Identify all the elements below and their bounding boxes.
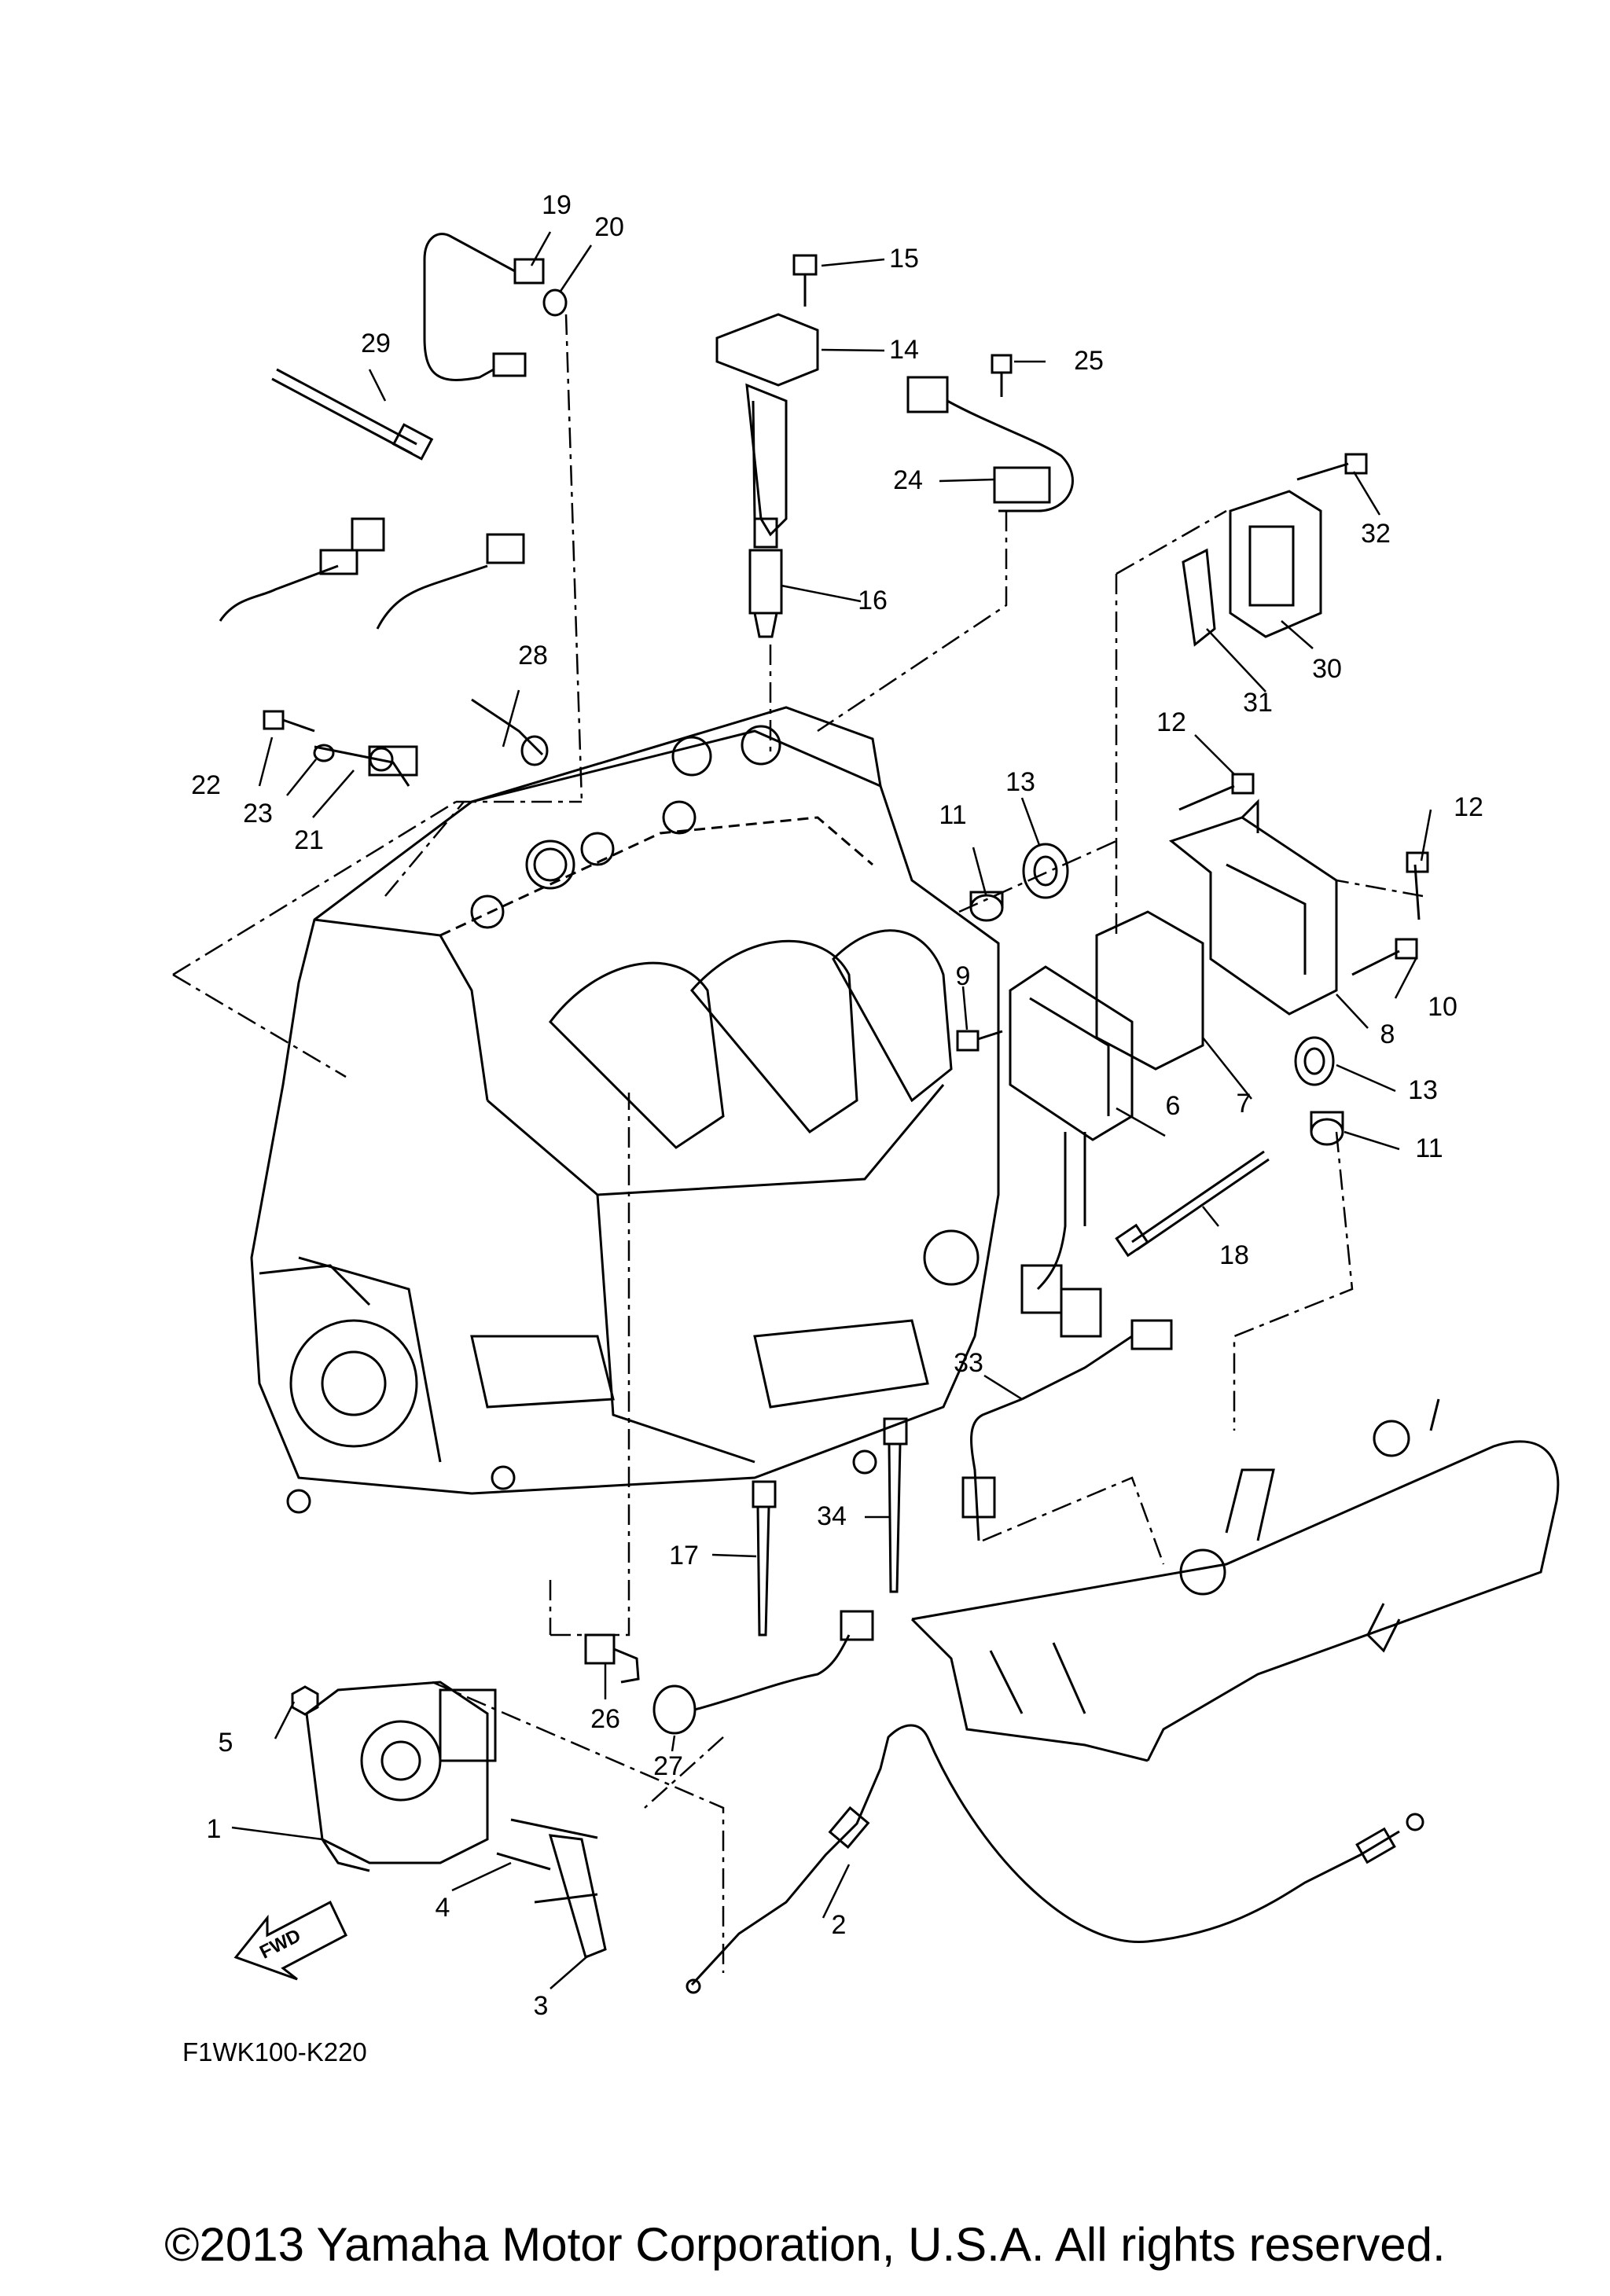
part-5-nut bbox=[291, 1685, 319, 1716]
part-16-spark-plug bbox=[748, 517, 783, 638]
part-24-sensor bbox=[906, 376, 1074, 512]
callout-21: 21 bbox=[294, 825, 324, 855]
part-7-gasket bbox=[1095, 910, 1204, 1071]
callout-7: 7 bbox=[1237, 1089, 1252, 1119]
part-13-grommet-a bbox=[1022, 843, 1069, 899]
callout-10: 10 bbox=[1428, 992, 1457, 1022]
callout-30: 30 bbox=[1312, 654, 1342, 684]
callout-labels: 1 2 3 4 5 6 7 8 9 10 11 11 12 12 13 13 1… bbox=[191, 190, 1483, 2021]
part-28-sensor bbox=[376, 533, 549, 766]
part-30-cover bbox=[1229, 490, 1322, 638]
part-1-throttle-assembly bbox=[305, 1681, 497, 1872]
part-31-gasket bbox=[1182, 548, 1216, 647]
part-8-bracket bbox=[1168, 799, 1338, 1016]
part-11-collar-b bbox=[1310, 1111, 1344, 1146]
part-12-bolt-b bbox=[1406, 851, 1429, 920]
callout-26: 26 bbox=[590, 1704, 620, 1734]
part-11-collar-a bbox=[969, 891, 1004, 922]
engine-block-illustration bbox=[250, 706, 1000, 1514]
callout-13b: 13 bbox=[1408, 1075, 1438, 1105]
part-27-sensor bbox=[652, 1610, 874, 1735]
part-10-bolt bbox=[1351, 938, 1418, 976]
part-9-bolt bbox=[956, 1030, 1003, 1052]
callout-11a: 11 bbox=[939, 800, 966, 830]
callout-2: 2 bbox=[832, 1910, 847, 1940]
callout-14: 14 bbox=[889, 335, 919, 365]
part-26-sensor bbox=[584, 1633, 640, 1684]
part-15-bolt bbox=[792, 254, 818, 307]
callout-32: 32 bbox=[1361, 519, 1391, 549]
callout-19: 19 bbox=[542, 190, 572, 220]
part-19-sensor bbox=[423, 233, 545, 381]
callout-25: 25 bbox=[1074, 346, 1104, 376]
callout-20: 20 bbox=[594, 212, 624, 242]
part-14-ignition-coil bbox=[715, 313, 819, 537]
callout-13a: 13 bbox=[1005, 767, 1035, 797]
part-34-cable-tie bbox=[883, 1417, 908, 1593]
part-4-pin bbox=[496, 1852, 551, 1871]
fwd-arrow-icon: FWD bbox=[233, 1900, 347, 1981]
leader-lines bbox=[231, 231, 1432, 1989]
callout-34: 34 bbox=[817, 1501, 847, 1531]
part-25-bolt bbox=[991, 354, 1013, 397]
callout-8: 8 bbox=[1380, 1019, 1395, 1049]
callout-18: 18 bbox=[1219, 1240, 1249, 1270]
part-32-bolt bbox=[1296, 453, 1368, 481]
callout-33: 33 bbox=[954, 1348, 983, 1378]
callout-27: 27 bbox=[653, 1751, 683, 1781]
callout-23: 23 bbox=[243, 799, 273, 828]
part-18-cable-tie bbox=[1115, 1150, 1270, 1258]
callout-22: 22 bbox=[191, 770, 221, 800]
callout-29: 29 bbox=[361, 329, 391, 358]
part-21-sensor bbox=[219, 517, 418, 787]
copyright-notice: ©2013 Yamaha Motor Corporation, U.S.A. A… bbox=[164, 2218, 1445, 2271]
part-2-throttle-cable bbox=[686, 1724, 1424, 1994]
callout-16: 16 bbox=[858, 586, 888, 615]
part-13-grommet-b bbox=[1294, 1036, 1335, 1086]
callout-31: 31 bbox=[1243, 688, 1273, 718]
part-29-cable-tie bbox=[271, 368, 434, 461]
part-20-washer bbox=[542, 288, 568, 317]
part-6-module bbox=[1009, 965, 1134, 1338]
diagram-code: F1WK100-K220 bbox=[182, 2037, 367, 2066]
part-23-washer bbox=[313, 744, 335, 762]
exhaust-pipe-illustration bbox=[910, 1398, 1560, 1762]
callout-12a: 12 bbox=[1156, 707, 1186, 737]
callout-28: 28 bbox=[518, 641, 548, 670]
part-12-bolt-a bbox=[1178, 773, 1255, 811]
callout-17: 17 bbox=[669, 1541, 699, 1570]
callout-6: 6 bbox=[1166, 1091, 1181, 1121]
callout-9: 9 bbox=[956, 961, 971, 991]
reference-lines bbox=[172, 314, 1424, 1973]
callout-24: 24 bbox=[893, 465, 923, 495]
part-33-sensor bbox=[961, 1319, 1173, 1541]
callout-12b: 12 bbox=[1454, 792, 1483, 822]
part-17-cable-tie bbox=[752, 1480, 777, 1637]
callout-1: 1 bbox=[207, 1814, 222, 1844]
callout-11b: 11 bbox=[1415, 1133, 1443, 1163]
callout-3: 3 bbox=[534, 1991, 549, 2021]
callout-15: 15 bbox=[889, 244, 919, 274]
callout-4: 4 bbox=[436, 1893, 450, 1923]
part-22-bolt bbox=[263, 710, 315, 733]
part-3-lever bbox=[510, 1818, 607, 1960]
callout-5: 5 bbox=[219, 1728, 233, 1758]
